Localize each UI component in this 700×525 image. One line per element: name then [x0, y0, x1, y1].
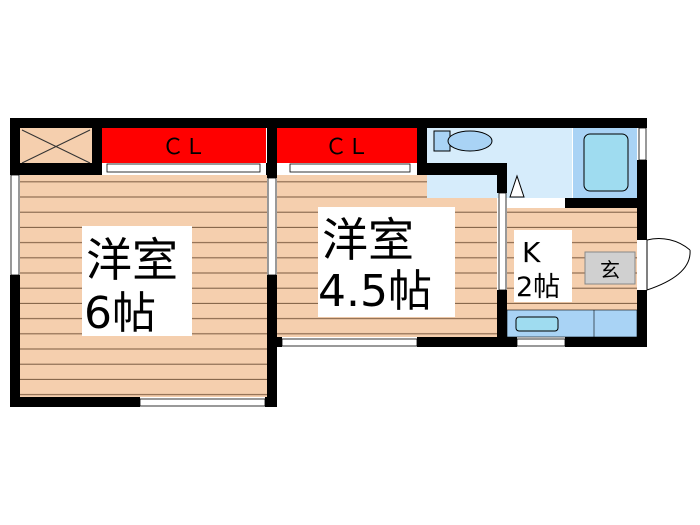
entrance-box [584, 251, 636, 285]
room-2-label-bg [318, 207, 455, 317]
bathtub [583, 133, 629, 192]
closet-2-label: ＣＬ [325, 135, 369, 160]
toilet-bowl [447, 130, 493, 152]
entrance-label: 玄 [600, 258, 620, 282]
entry-door-icon [646, 238, 691, 291]
storage-cross [21, 129, 91, 164]
room-2-size: 4.5帖 [318, 266, 432, 317]
room-1-name: 洋室 [86, 233, 178, 287]
closet-1 [102, 128, 266, 163]
windows [10, 127, 647, 407]
sink-icon [509, 174, 525, 198]
kitchen-label-bg [514, 230, 572, 302]
kitchen-name: K [522, 236, 541, 269]
kitchen-size: 2帖 [516, 272, 560, 303]
closet-2 [277, 128, 417, 163]
room-1-size: 6帖 [84, 288, 156, 339]
room-2-name: 洋室 [322, 213, 414, 267]
room-1-label-bg [82, 226, 192, 336]
walls [10, 118, 647, 407]
closet-1-label: ＣＬ [162, 135, 206, 160]
kitchen-sink [515, 316, 559, 332]
